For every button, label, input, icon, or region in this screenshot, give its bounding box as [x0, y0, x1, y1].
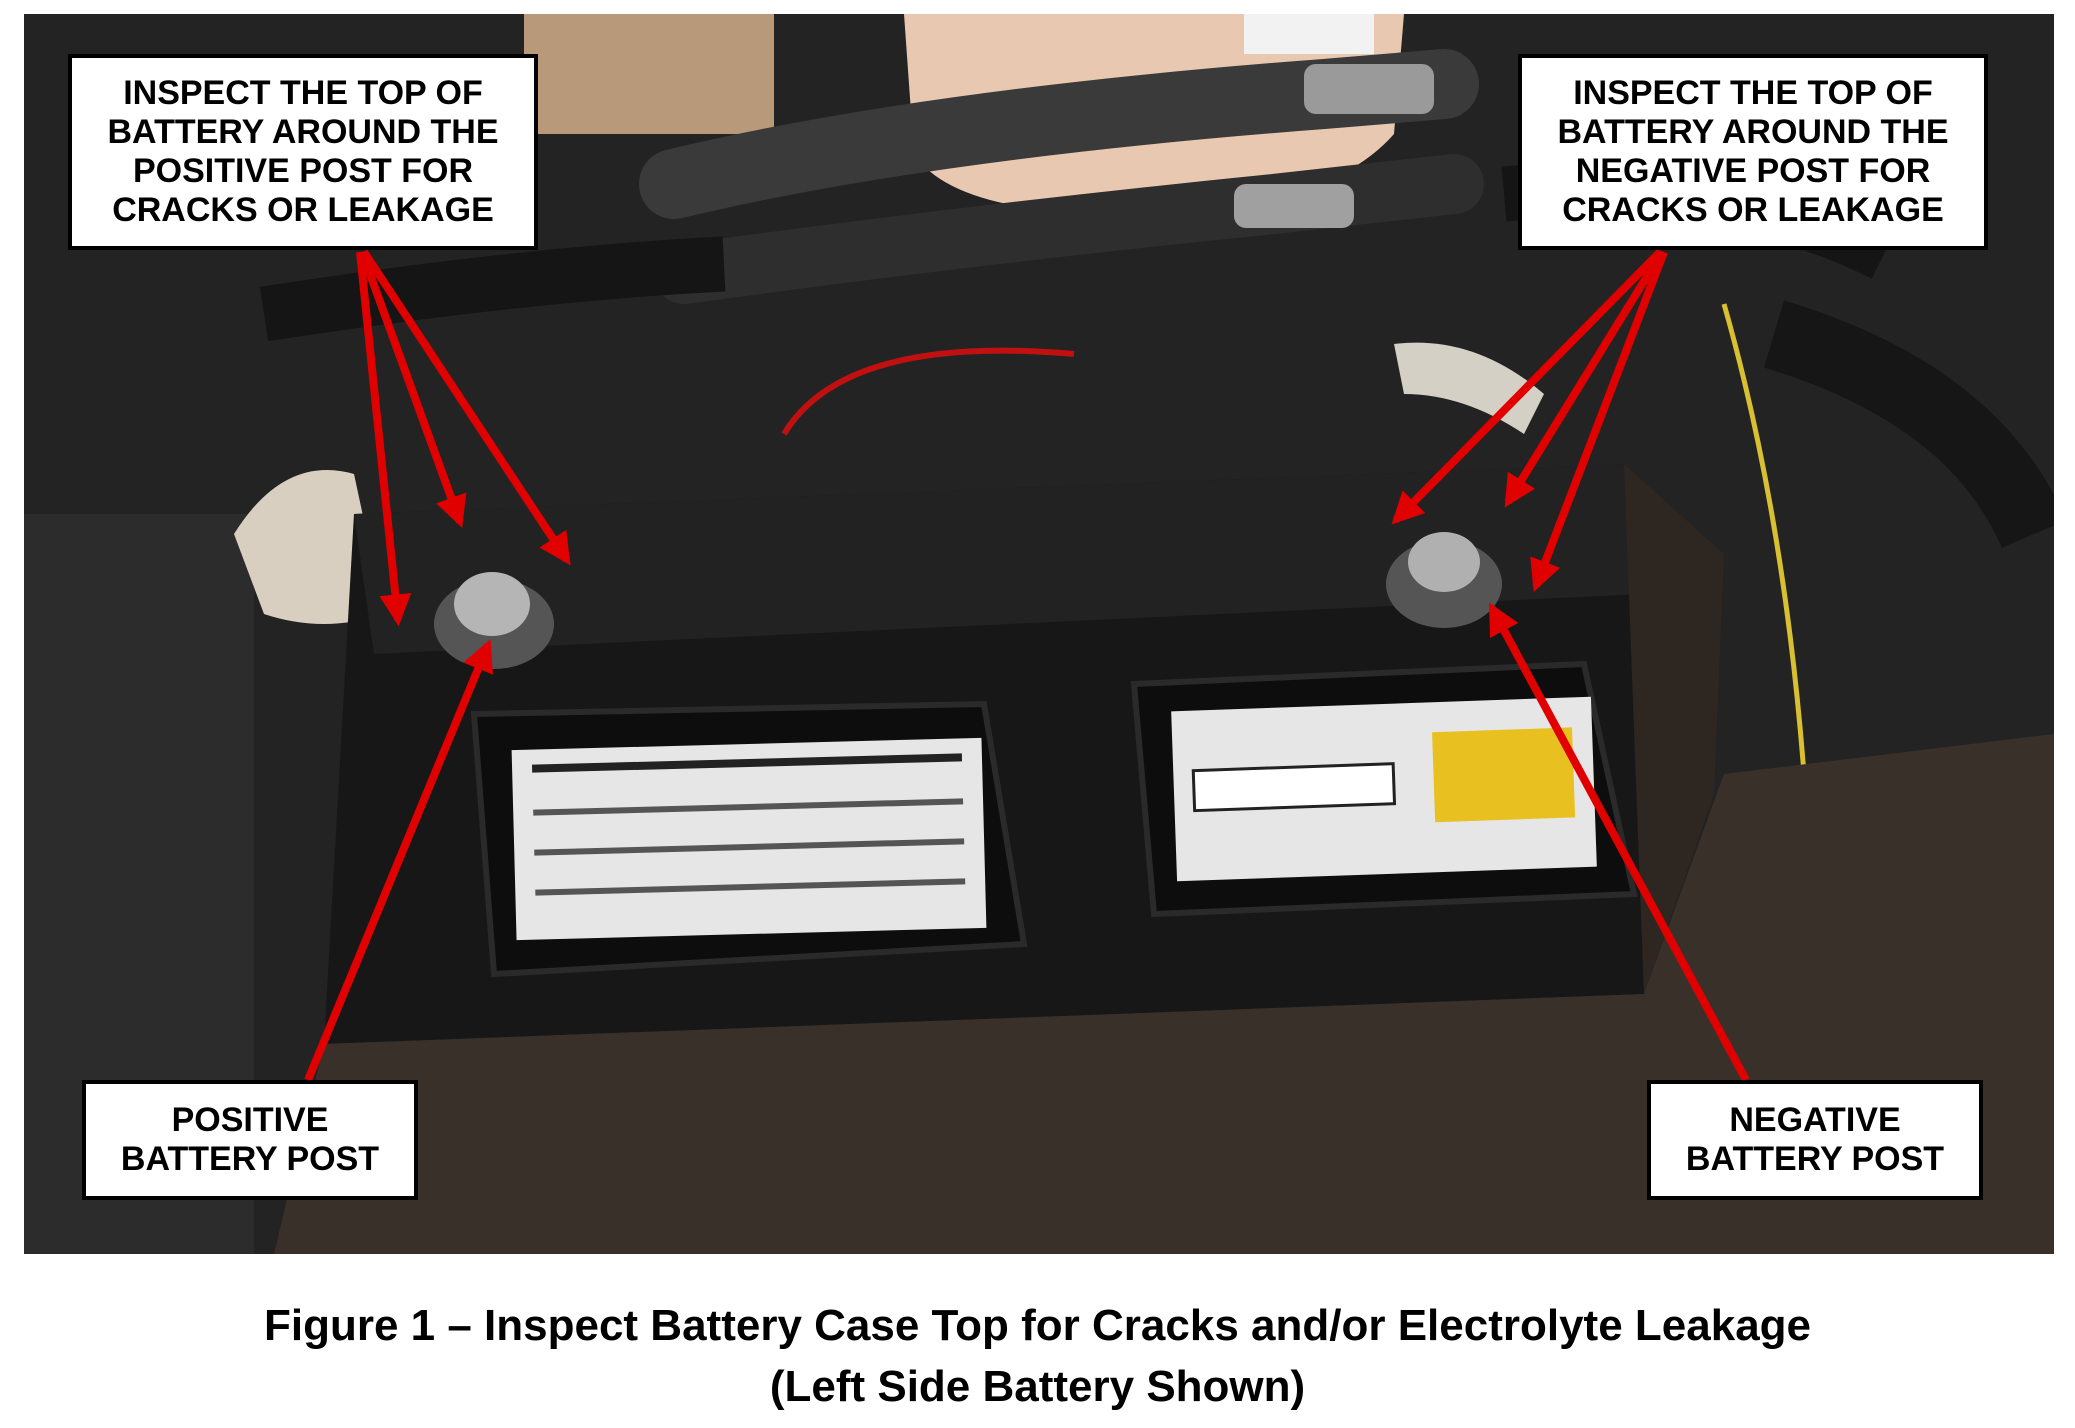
callout-negative-inspect: INSPECT THE TOP OF BATTERY AROUND THE NE…: [1518, 54, 1988, 250]
figure-caption-subtitle: (Left Side Battery Shown): [769, 1362, 1306, 1411]
callout-positive-inspect: INSPECT THE TOP OF BATTERY AROUND THE PO…: [68, 54, 538, 250]
figure-caption: Figure 1 – Inspect Battery Case Top for …: [263, 1301, 1812, 1350]
callout-positive-post: POSITIVE BATTERY POST: [82, 1080, 418, 1200]
callout-negative-post: NEGATIVE BATTERY POST: [1647, 1080, 1983, 1200]
